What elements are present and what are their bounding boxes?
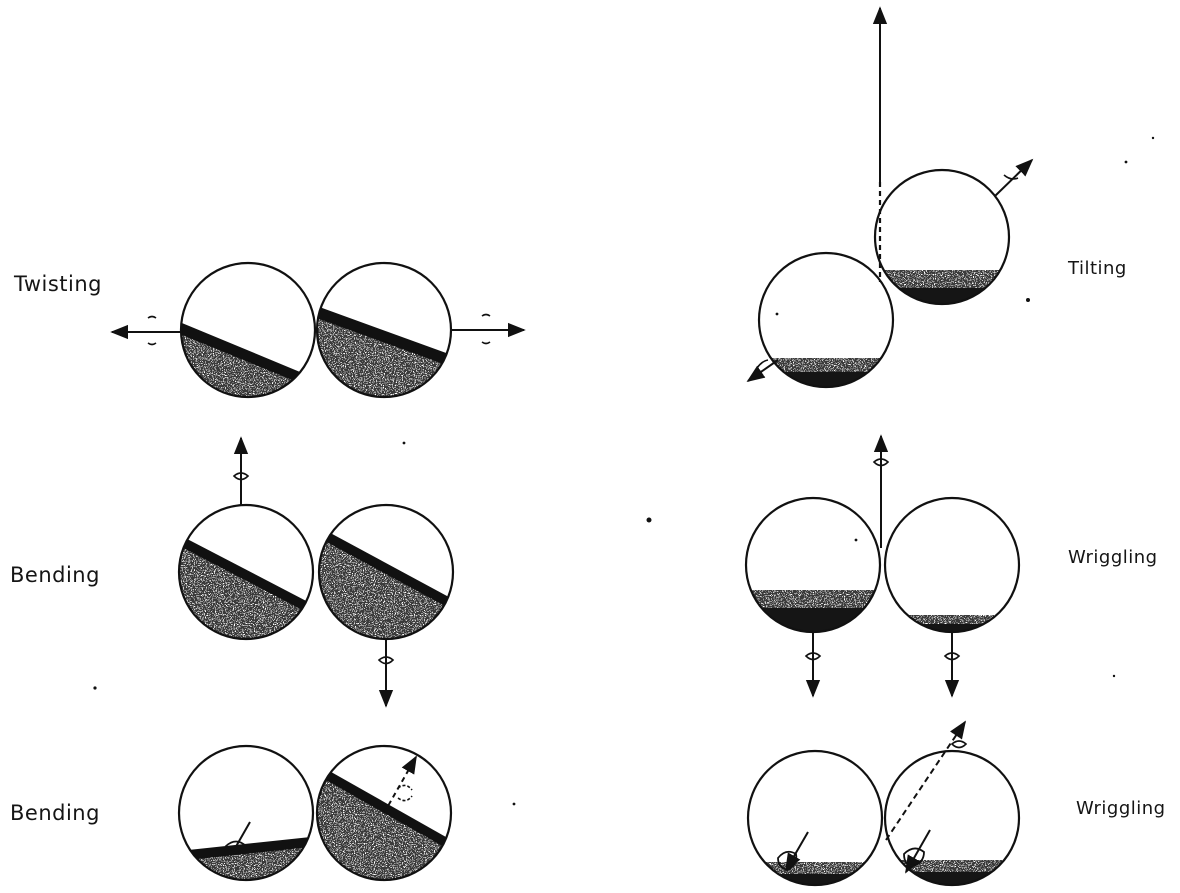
wriggling-1-right-disc [883, 496, 1021, 634]
wriggling-2-right-dashed-arrow [885, 720, 967, 841]
wriggling-1-right-shading [885, 615, 1019, 632]
tilting-pair [746, 6, 1034, 389]
tilting-upper-disc [873, 168, 1011, 306]
label-bending-1: Bending [10, 563, 100, 587]
wriggling-2-right-disc [883, 749, 1021, 887]
twisting-right-rotation-marks [481, 313, 491, 345]
tilting-lower-diagonal-arrow [746, 359, 779, 383]
bending-2-right-dashed-arrow [383, 755, 417, 814]
wriggling-2-left-disc [746, 749, 884, 887]
label-twisting: Twisting [14, 272, 103, 296]
bending-pair-2 [177, 744, 453, 882]
wriggling-2-left-diagonal-arrow [785, 831, 809, 872]
scan-specks [93, 136, 1155, 806]
bending-2-left-rotation-mark [224, 840, 248, 852]
wriggling-1-rotation-marks [804, 458, 961, 661]
bending-2-right-rotation-mark [397, 784, 413, 802]
bending-1-left-disc [177, 503, 315, 641]
bending-1-left-shading [179, 530, 313, 639]
twisting-pair [110, 261, 526, 399]
bending-2-left-disc [177, 744, 315, 882]
wriggling-2-top-rotation-mark [950, 740, 968, 749]
twisting-left-disc [179, 261, 317, 399]
tilting-upper-diagonal-arrow [994, 158, 1034, 197]
bending-pair-1 [177, 436, 455, 708]
label-wriggling-2: Wriggling [1076, 798, 1166, 819]
label-bending-2: Bending [10, 801, 100, 825]
label-tilting: Tilting [1068, 258, 1127, 279]
bending-2-right-disc [315, 744, 453, 882]
tilting-rotation-marks [756, 174, 1019, 369]
bending-2-left-axis [233, 821, 251, 851]
wriggling-pair-1 [744, 434, 1021, 698]
label-wriggling-1: Wriggling [1068, 547, 1158, 568]
bending-2-left-shading [179, 836, 313, 880]
wriggling-2-right-rotation-mark [903, 847, 925, 867]
twisting-left-rotation-marks [147, 315, 157, 346]
wriggling-pair-2 [746, 720, 1021, 887]
bending-1-upper-rotation-mark [232, 472, 250, 481]
bending-2-right-shading [317, 760, 451, 880]
wriggling-2-left-rotation-mark [777, 850, 798, 871]
tilting-lower-disc [757, 251, 895, 389]
bending-1-lower-rotation-mark [377, 656, 395, 665]
